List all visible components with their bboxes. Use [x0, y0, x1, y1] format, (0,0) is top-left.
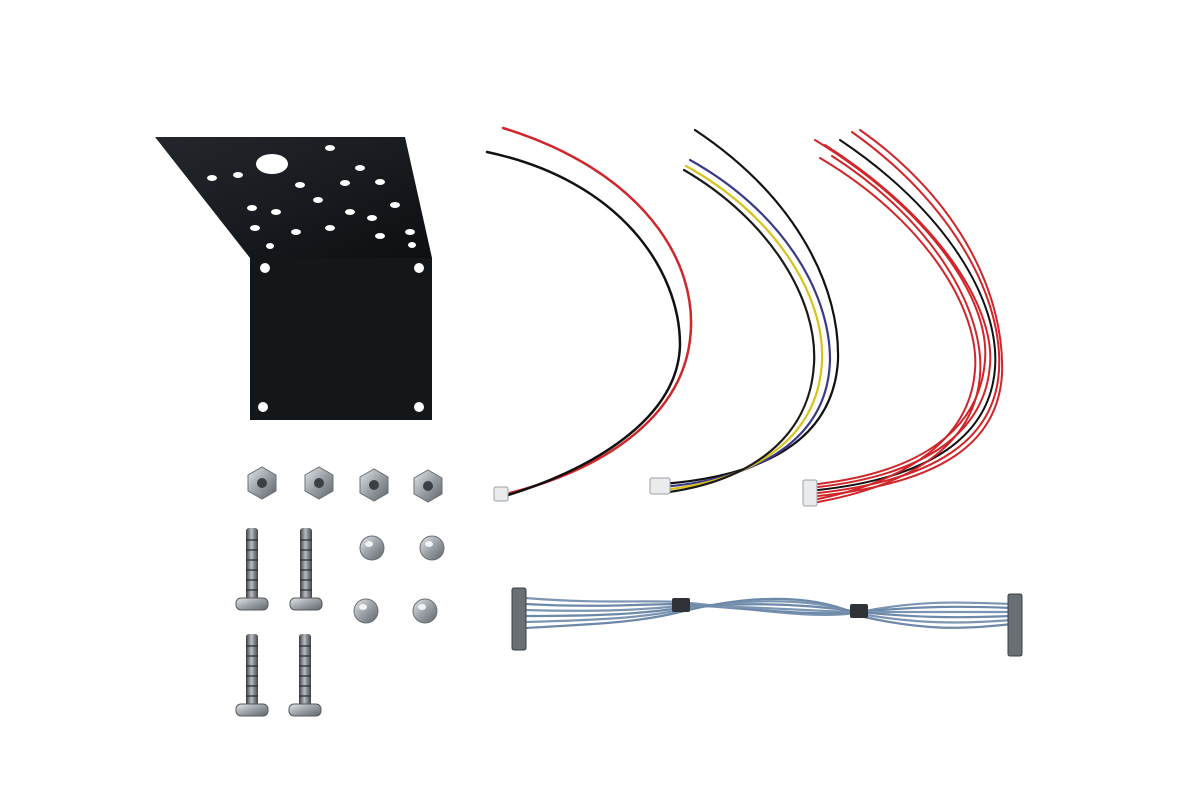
acorn-nut: [412, 598, 438, 624]
bracket-front-face: [250, 258, 432, 420]
acorn-nut: [353, 598, 379, 624]
machine-screw: [235, 634, 269, 717]
cable-band: [850, 604, 868, 618]
machine-screw: [289, 528, 323, 611]
hex-nut: [247, 466, 277, 500]
acorn-nut: [359, 535, 385, 561]
cable-4-wire: [649, 128, 840, 495]
machine-screw: [235, 528, 269, 611]
screws: [235, 528, 323, 717]
cable-2-wire: [485, 126, 693, 502]
bracket: [155, 137, 432, 420]
micro-coax-cable: [511, 587, 1023, 657]
cable-band: [672, 598, 690, 612]
hex-nut: [304, 466, 334, 500]
hex-nut: [413, 469, 443, 503]
acorn-nuts: [353, 535, 445, 624]
bracket-top-face: [155, 137, 432, 258]
connector: [802, 479, 818, 507]
connector-right: [1007, 593, 1023, 657]
hex-nuts: [247, 466, 443, 503]
hex-nut: [359, 468, 389, 502]
connector-left: [511, 587, 527, 651]
cable-multi-wire: [802, 129, 1004, 507]
bracket-holes: [207, 145, 424, 412]
connector: [493, 486, 509, 502]
connector: [649, 477, 671, 495]
acorn-nut: [419, 535, 445, 561]
machine-screw: [288, 634, 322, 717]
